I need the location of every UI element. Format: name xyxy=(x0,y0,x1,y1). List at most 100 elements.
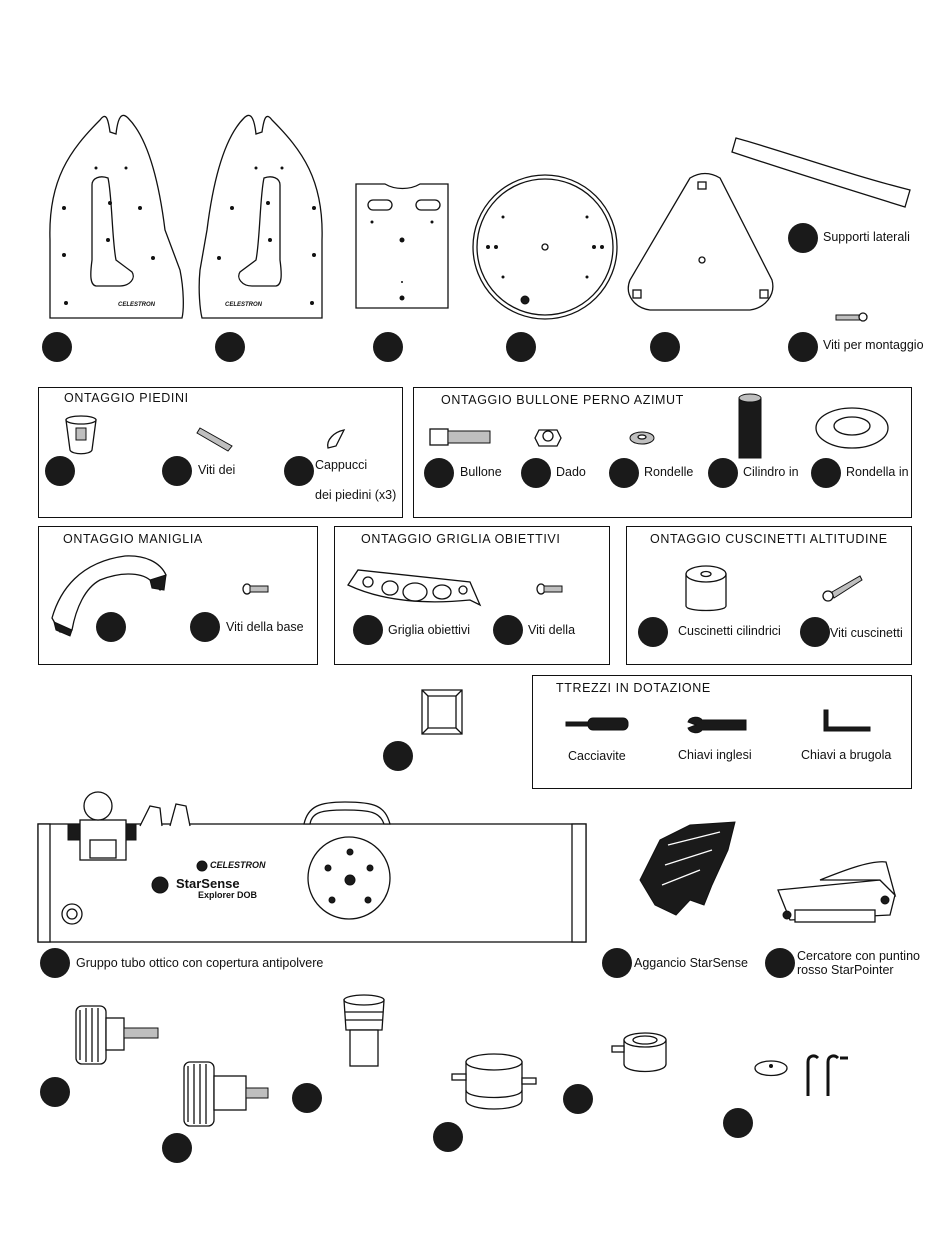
finder-label-2: rosso StarPointer xyxy=(797,963,894,977)
callout-2 xyxy=(215,332,245,362)
grid-label: Griglia obiettivi xyxy=(388,623,470,637)
callout-7 xyxy=(788,332,818,362)
wrench-label: Chiavi inglesi xyxy=(678,748,752,762)
screwdriver-label: Cacciavite xyxy=(568,749,626,763)
callout-12 xyxy=(521,458,551,488)
callout-17 xyxy=(190,612,220,642)
callout-21 xyxy=(800,617,830,647)
nut-label: Dado xyxy=(556,465,586,479)
altitude-bearing-box xyxy=(626,526,912,665)
mount-screws-label: Viti per montaggio xyxy=(823,338,924,352)
callout-25 xyxy=(765,948,795,978)
tools-box xyxy=(532,675,912,789)
callout-22 xyxy=(383,741,413,771)
tube-starsense-logo: StarSense xyxy=(176,876,240,891)
bolt-label: Bullone xyxy=(460,465,502,479)
bearing-screws-label: Viti cuscinetti xyxy=(830,626,903,640)
callout-29 xyxy=(433,1122,463,1152)
tube-explorer-logo: Explorer DOB xyxy=(198,890,258,900)
bolt-box-title: ONTAGGIO BULLONE PERNO AZIMUT xyxy=(441,393,684,407)
feet-box-title: ONTAGGIO PIEDINI xyxy=(64,391,189,405)
washers-label: Rondelle xyxy=(644,465,694,479)
tools-box-title: TTREZZI IN DOTAZIONE xyxy=(556,681,711,695)
bearing-cyl-label: Cuscinetti cilindrici xyxy=(678,624,781,638)
finder-label-1: Cercatore con puntino xyxy=(797,949,920,963)
foot-caps-label: Cappucci xyxy=(315,458,368,472)
callout-15 xyxy=(811,458,841,488)
handle-box xyxy=(38,526,318,665)
starsense-mount-label: Aggancio StarSense xyxy=(634,956,748,970)
foot-screws-label: Viti dei xyxy=(198,463,236,477)
callout-24 xyxy=(602,948,632,978)
callout-3 xyxy=(373,332,403,362)
celestron-logo-left: CELESTRON xyxy=(118,302,156,308)
callout-6 xyxy=(788,223,818,253)
callout-11 xyxy=(424,458,454,488)
callout-31 xyxy=(723,1108,753,1138)
grid-box-title: ONTAGGIO GRIGLIA OBIETTIVI xyxy=(361,532,561,546)
callout-8 xyxy=(45,456,75,486)
hex-key-label: Chiavi a brugola xyxy=(801,748,892,762)
callout-13 xyxy=(609,458,639,488)
foot-caps-label-2: dei piedini (x3) xyxy=(315,488,397,502)
tube-celestron-logo: CELESTRON xyxy=(210,860,266,870)
callout-1 xyxy=(42,332,72,362)
handle-screws-label: Viti della base xyxy=(226,620,304,634)
callout-16 xyxy=(96,612,126,642)
tube-label: Gruppo tubo ottico con copertura antipol… xyxy=(76,956,324,970)
eyepiece-grid-box xyxy=(334,526,610,665)
grid-screws-label: Viti della xyxy=(528,623,576,637)
callout-14 xyxy=(708,458,738,488)
callout-19 xyxy=(493,615,523,645)
callout-9 xyxy=(162,456,192,486)
celestron-logo-right: CELESTRON xyxy=(225,302,263,308)
callout-4 xyxy=(506,332,536,362)
callout-20 xyxy=(638,617,668,647)
feet-assembly-box xyxy=(38,387,403,518)
handle-box-title: ONTAGGIO MANIGLIA xyxy=(63,532,203,546)
callout-26 xyxy=(40,1077,70,1107)
callout-30 xyxy=(563,1084,593,1114)
callout-10 xyxy=(284,456,314,486)
callout-28 xyxy=(292,1083,322,1113)
callout-5 xyxy=(650,332,680,362)
callout-23 xyxy=(40,948,70,978)
bearing-box-title: ONTAGGIO CUSCINETTI ALTITUDINE xyxy=(650,532,888,546)
callout-27 xyxy=(162,1133,192,1163)
cylinder-label: Cilindro in xyxy=(743,465,799,479)
washer-in-label: Rondella in xyxy=(846,465,909,479)
side-supports-label: Supporti laterali xyxy=(823,230,910,244)
azimuth-bolt-box xyxy=(413,387,912,518)
callout-18 xyxy=(353,615,383,645)
